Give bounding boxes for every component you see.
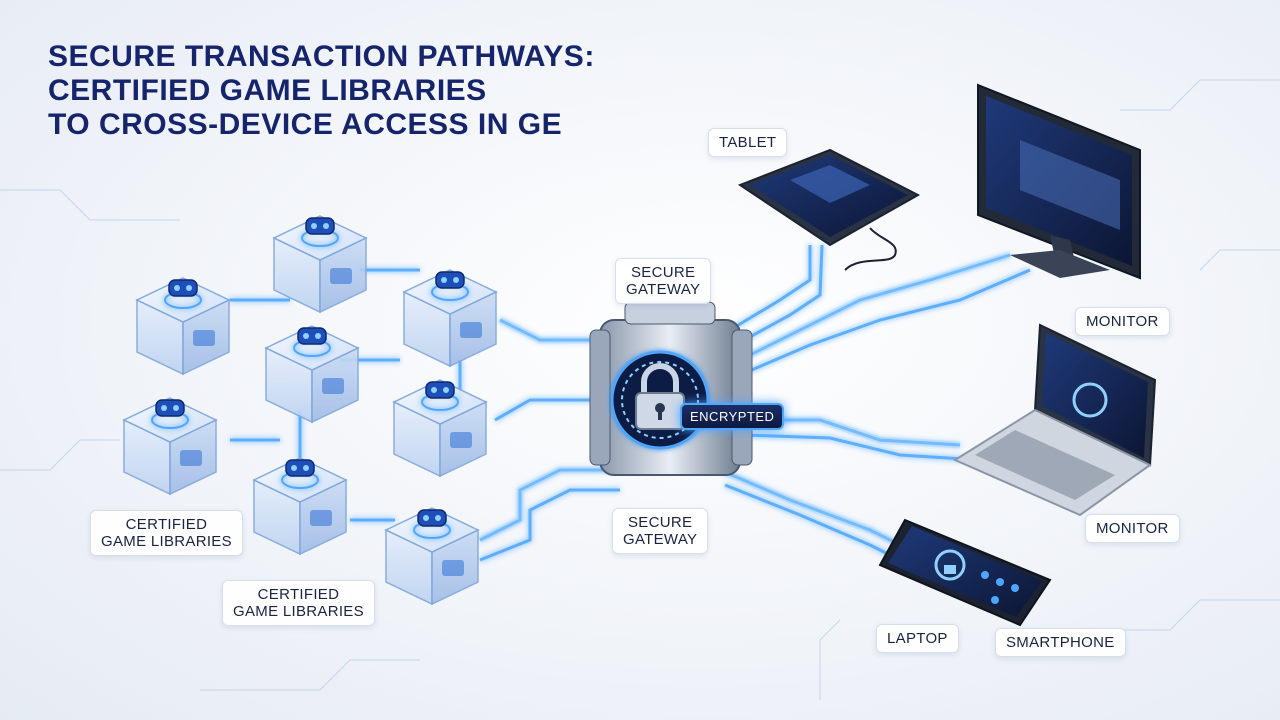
car-icon — [435, 271, 465, 289]
label-line: CERTIFIED — [125, 516, 208, 533]
background-circuits — [0, 79, 1280, 700]
gamepad-icon — [305, 217, 335, 235]
label-line: GAME LIBRARIES — [101, 533, 232, 550]
laptop-label: LAPTOP — [876, 624, 959, 653]
encrypted-badge: ENCRYPTED — [680, 403, 785, 430]
monitor-label-1: MONITOR — [1075, 307, 1170, 336]
circuit-pathways — [230, 244, 1031, 562]
game-library-cube — [402, 269, 498, 368]
game-library-cube — [264, 325, 360, 424]
tablet-label: TABLET — [708, 128, 788, 157]
monitor-device-top — [977, 83, 1141, 280]
padlock-icon — [635, 363, 685, 430]
game-library-cubes — [122, 215, 498, 606]
label-line: CERTIFIED — [257, 586, 340, 603]
laptop-device — [952, 323, 1157, 517]
game-library-cube — [392, 379, 488, 478]
game-library-cube — [252, 457, 348, 556]
sword-icon — [425, 381, 455, 399]
game-library-cube — [122, 397, 218, 496]
title-line-1: SECURE TRANSACTION PATHWAYS: — [48, 40, 595, 73]
secure-gateway-label-bottom: SECURE GATEWAY — [612, 508, 709, 554]
game-library-cube — [272, 215, 368, 314]
title-line-3: TO CROSS-DEVICE ACCESS IN GE — [48, 108, 563, 141]
display-icon — [155, 399, 185, 417]
title-line-2: CERTIFIED GAME LIBRARIES — [48, 74, 487, 107]
secure-gateway-label-top: SECURE GATEWAY — [615, 258, 712, 304]
certified-libraries-label-2: CERTIFIED GAME LIBRARIES — [222, 580, 375, 626]
label-line: SECURE — [628, 514, 693, 531]
joystick-icon — [285, 459, 315, 477]
page-title: SECURE TRANSACTION PATHWAYS: CERTIFIED G… — [48, 40, 595, 142]
label-line: GATEWAY — [626, 281, 701, 298]
label-line: SECURE — [631, 264, 696, 281]
game-library-cube — [384, 507, 480, 606]
certified-libraries-label-1: CERTIFIED GAME LIBRARIES — [90, 510, 243, 556]
car-icon — [168, 279, 198, 297]
label-line: GATEWAY — [623, 531, 698, 548]
smartphone-device — [878, 518, 1052, 627]
monitor-label-2: MONITOR — [1085, 514, 1180, 543]
circuit-pathways-soft — [478, 251, 1012, 549]
label-line: GAME LIBRARIES — [233, 603, 364, 620]
secure-gateway-device — [589, 301, 753, 476]
gamepad-icon — [417, 509, 447, 527]
sword-icon — [297, 327, 327, 345]
smartphone-label: SMARTPHONE — [995, 628, 1126, 657]
game-library-cube — [135, 277, 231, 376]
tablet-device — [737, 148, 921, 271]
